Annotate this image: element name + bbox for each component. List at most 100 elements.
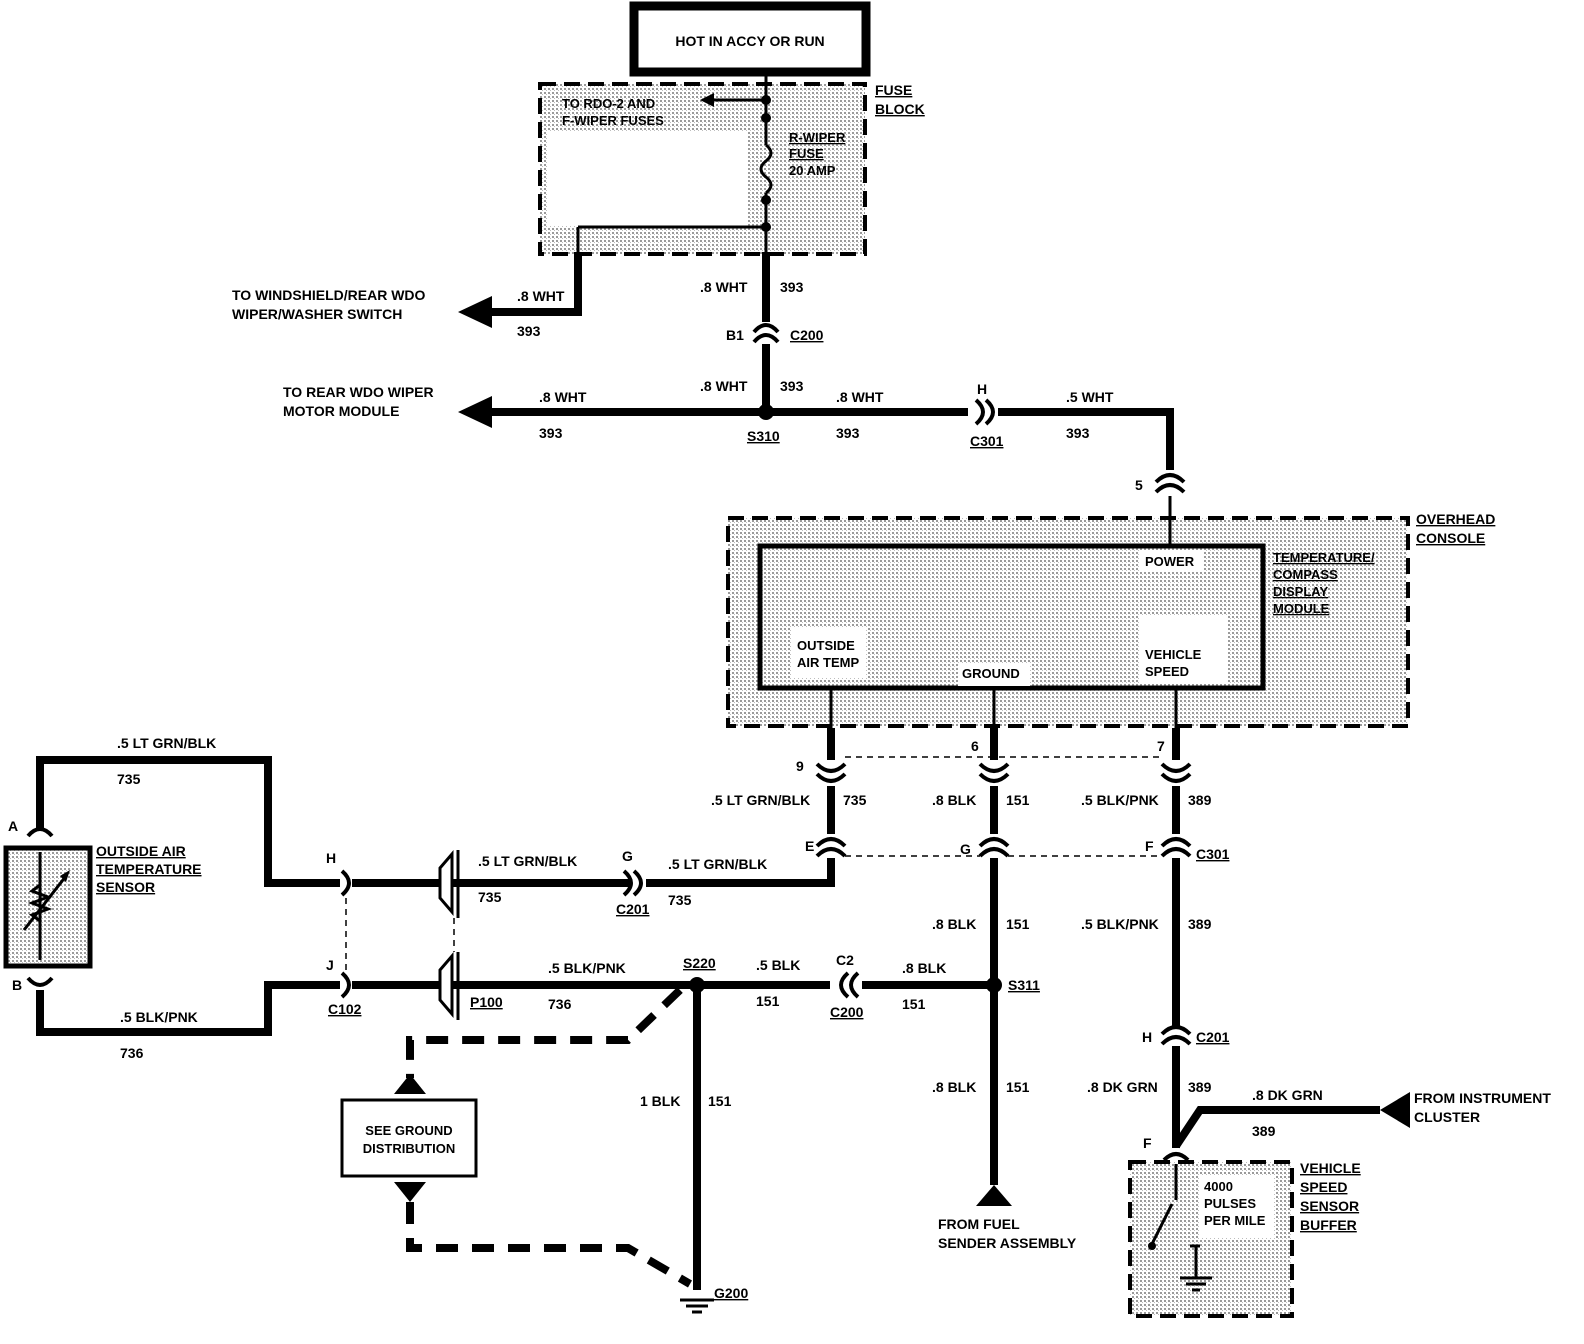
circuit-number: 389 — [1188, 792, 1212, 808]
module-name-4: MODULE — [1273, 601, 1330, 616]
c301-connector-row: E G F C301 — [805, 837, 1230, 862]
outside-air-terminal-label-2: AIR TEMP — [797, 655, 859, 670]
pulses-label-2: PULSES — [1204, 1196, 1256, 1211]
passthrough-p100-label: P100 — [470, 994, 503, 1010]
wire-color-label: .5 BLK/PNK — [1081, 916, 1159, 932]
console-pins: 9 6 7 .5 LT GRN/BLK 735 .8 BLK 151 .5 BL… — [711, 728, 1212, 834]
sensor-pin-b: B — [12, 977, 22, 993]
arrow-left-icon — [1380, 1092, 1410, 1128]
fuel-sender-label-2: SENDER ASSEMBLY — [938, 1235, 1077, 1251]
power-source-box: HOT IN ACCY OR RUN — [629, 1, 871, 77]
connector-c301-label: C301 — [970, 433, 1004, 449]
connector-pin-label: H — [977, 381, 987, 397]
main-power-feed: .8 WHT 393 B1 C200 .8 WHT 393 — [700, 252, 824, 412]
wire-color-label: .5 LT GRN/BLK — [117, 735, 216, 751]
ground-distribution-label-2: DISTRIBUTION — [363, 1141, 455, 1156]
wire-color-label: .8 BLK — [932, 792, 976, 808]
sensor-name: OUTSIDE AIR — [96, 843, 186, 859]
wire-color-label: .5 BLK/PNK — [548, 960, 626, 976]
connector-c102-label: C102 — [328, 1001, 362, 1017]
wire-color-label: .8 WHT — [517, 288, 565, 304]
see-ground-distribution-box — [340, 1098, 478, 1178]
connector-c201-label: C201 — [616, 901, 650, 917]
wire-color-label: .5 WHT — [1066, 389, 1114, 405]
outside-air-sensor — [3, 845, 93, 969]
circuit-number: 393 — [780, 378, 804, 394]
connector-pin-label: F — [1145, 838, 1154, 854]
c102-p100-connectors: H J C102 P100 .5 LT GRN/BLK 735 G C201 .… — [326, 848, 835, 1020]
wiper-switch-feed: TO WINDSHIELD/REAR WDO WIPER/WASHER SWIT… — [232, 252, 582, 339]
arrow-left-icon — [458, 396, 492, 428]
circuit-number: 389 — [1188, 1079, 1212, 1095]
circuit-number: 393 — [539, 425, 563, 441]
circuit-number: 735 — [843, 792, 867, 808]
fuse-block-title-2: BLOCK — [875, 101, 925, 117]
circuit-number: 736 — [548, 996, 572, 1012]
ground-distribution-label: SEE GROUND — [365, 1123, 452, 1138]
connector-c301-label: C301 — [1196, 846, 1230, 862]
vss-buffer-title-3: SENSOR — [1300, 1198, 1359, 1214]
fuse-symbol — [759, 143, 773, 195]
circuit-number: 151 — [1006, 916, 1030, 932]
outside-air-terminal-label: OUTSIDE — [797, 638, 855, 653]
circuit-number: 393 — [780, 279, 804, 295]
overhead-console-title-2: CONSOLE — [1416, 530, 1485, 546]
connector-pin-label: G — [960, 841, 971, 857]
fuse-block-to-fuses-label-2: F-WIPER FUSES — [562, 113, 664, 128]
wire-color-label: .8 DK GRN — [1087, 1079, 1158, 1095]
wire-color-label: .8 WHT — [700, 279, 748, 295]
wire-color-label: .8 DK GRN — [1252, 1087, 1323, 1103]
instrument-cluster-label: FROM INSTRUMENT — [1414, 1090, 1551, 1106]
vehicle-speed-terminal-label-2: SPEED — [1145, 664, 1189, 679]
connector-pin-label: 5 — [1135, 477, 1143, 493]
circuit-number: 393 — [836, 425, 860, 441]
arrow-down-icon — [394, 1182, 426, 1202]
ground-circuit: S220 .5 BLK 151 C2 C200 .8 BLK 151 S311 … — [340, 858, 1077, 1314]
wire-color-label: .5 BLK/PNK — [120, 1009, 198, 1025]
pulses-label: 4000 — [1204, 1179, 1233, 1194]
vehicle-speed-circuit: .5 BLK/PNK 389 H C201 .8 DK GRN 389 .8 D… — [1081, 858, 1551, 1318]
p100-grommet — [438, 849, 454, 917]
sensor-name-2: TEMPERATURE — [96, 861, 202, 877]
splice-s310-label: S310 — [747, 428, 780, 444]
wire-color-label: .5 BLK — [756, 957, 800, 973]
connector-c201-label: C201 — [1196, 1029, 1230, 1045]
vss-buffer-title: VEHICLE — [1300, 1160, 1361, 1176]
circuit-number: 389 — [1252, 1123, 1276, 1139]
instrument-cluster-label-2: CLUSTER — [1414, 1109, 1480, 1125]
circuit-number: 735 — [478, 889, 502, 905]
fuse-block-to-fuses-label: TO RDO-2 AND — [562, 96, 655, 111]
sensor-name-3: SENSOR — [96, 879, 155, 895]
wiper-switch-label-2: WIPER/WASHER SWITCH — [232, 306, 402, 322]
wire-color-label: .8 BLK — [932, 916, 976, 932]
connector-pin-label: J — [326, 957, 334, 973]
arrow-up-icon — [976, 1185, 1012, 1206]
connector-pin-label: H — [1142, 1029, 1152, 1045]
connector-pin-label: F — [1143, 1135, 1152, 1151]
rear-wiper-label: TO REAR WDO WIPER — [283, 384, 434, 400]
pulses-label-3: PER MILE — [1204, 1213, 1266, 1228]
overhead-console: OVERHEAD CONSOLE TEMPERATURE/ COMPASS DI… — [726, 496, 1495, 730]
circuit-number: 735 — [668, 892, 692, 908]
ground-terminal-label: GROUND — [962, 666, 1020, 681]
wire-color-label: 1 BLK — [640, 1093, 680, 1109]
module-name-3: DISPLAY — [1273, 584, 1328, 599]
circuit-number: 151 — [1006, 792, 1030, 808]
circuit-number: 393 — [517, 323, 541, 339]
outside-air-sensor-circuit: .5 LT GRN/BLK 735 A OUTSIDE AIR TEMPERAT… — [3, 735, 340, 1061]
connector-pin-label: 7 — [1157, 738, 1165, 754]
sensor-pin-a: A — [8, 818, 18, 834]
splice-s310 — [758, 404, 774, 420]
circuit-number: 736 — [120, 1045, 144, 1061]
display-module — [757, 543, 1266, 691]
connector-c200-label: C200 — [830, 1004, 864, 1020]
fuel-sender-label: FROM FUEL — [938, 1216, 1020, 1232]
vss-buffer-title-2: SPEED — [1300, 1179, 1347, 1195]
circuit-number: 389 — [1188, 916, 1212, 932]
fuse-name-2: FUSE — [789, 146, 824, 161]
wire-color-label: .8 BLK — [932, 1079, 976, 1095]
module-name: TEMPERATURE/ — [1273, 550, 1375, 565]
circuit-number: 735 — [117, 771, 141, 787]
circuit-number: 151 — [1006, 1079, 1030, 1095]
